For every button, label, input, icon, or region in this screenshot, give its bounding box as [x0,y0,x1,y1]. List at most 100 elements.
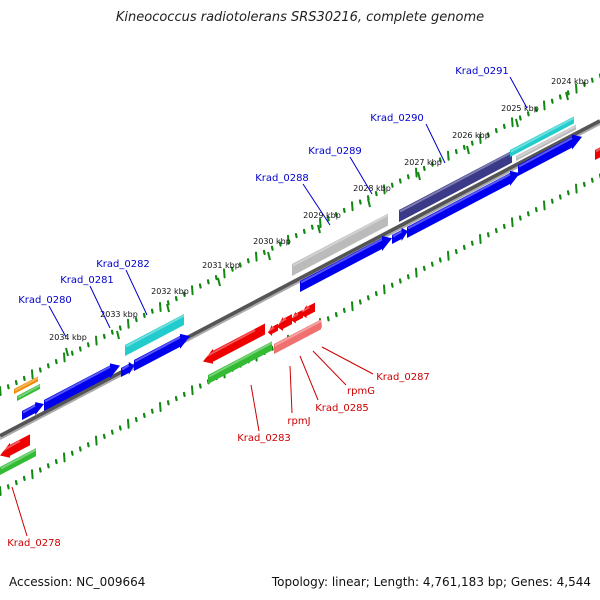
cds-box-green-body [208,341,272,386]
gene-label-krad-0285: Krad_0285 [315,403,369,414]
forward-gene-arrow-body [300,235,392,292]
bottom-tick-mark [398,278,402,284]
top-tick-mark [110,329,114,335]
bottom-tick-mark [0,486,2,496]
top-tick-mark [134,317,138,323]
kbp-label: 2032 kbp [151,287,189,296]
genome-summary-text: Topology: linear; Length: 4,761,183 bp; … [271,575,591,589]
reverse-gene-arrow [291,309,303,324]
top-tick-mark [543,100,546,111]
gene-label-krad-0287-leader [321,346,374,375]
cds-box-cyan-shine [510,117,575,153]
cds-box-navy [399,148,513,222]
map-title: Kineococcus radiotolerans SRS30216, comp… [115,10,485,25]
bottom-tick-mark [326,316,330,322]
bottom-tick-mark [422,265,426,271]
kbp-label: 2025 kbp [501,104,539,113]
top-tick-mark [78,346,82,352]
top-tick-mark [494,128,498,134]
gene-label-rpmg: rpmG [347,386,375,397]
bottom-tick-mark [526,211,530,217]
reverse-gene-arrow-shine [301,306,310,313]
cds-box-navy-shine [399,151,513,213]
top-tick-mark [206,279,210,285]
reverse-gene-arrow-body [203,323,265,364]
bottom-tick-mark [270,345,274,351]
gene-label-krad-0290-leader [425,123,446,164]
top-tick-mark [438,157,442,163]
bottom-tick-mark [390,282,394,288]
bottom-tick-mark [31,469,34,480]
reverse-gene-arrow [277,314,292,331]
top-tick-mark [462,144,466,150]
top-tick-mark [319,218,322,228]
bottom-tick-mark [150,408,154,414]
bottom-tick-mark [550,198,554,204]
top-tick-mark [526,111,530,117]
top-tick-mark [174,296,178,302]
bottom-tick-mark [159,402,162,412]
top-tick-mark [191,285,194,296]
bottom-tick-mark [334,312,338,318]
bottom-tick-mark [6,484,10,490]
top-tick-mark [558,94,562,100]
bottom-tick-mark [430,261,434,267]
top-tick-mark [351,201,354,212]
reverse-gene-arrow-body [291,309,303,324]
kbp-label: 2030 kbp [253,237,291,246]
cds-box-navy-body [399,148,512,222]
top-tick-mark [390,182,394,188]
forward-gene-arrow-shine [134,336,181,363]
bottom-tick-mark [46,463,50,469]
bottom-tick-mark [78,446,82,452]
forward-gene-arrow [518,134,582,176]
gene-label-krad-0291-leader [509,76,528,109]
top-tick-mark [398,178,402,184]
top-tick-mark [150,308,154,314]
gene-label-rpmg-leader [312,350,347,386]
bottom-tick-mark [102,433,106,439]
top-tick-mark [287,234,290,245]
gene-label-krad-0288: Krad_0288 [255,173,309,184]
cds-box-pink-body [274,319,321,356]
top-tick-mark [31,369,34,380]
forward-gene-arrow-body [392,227,408,244]
top-tick-mark [230,266,234,272]
cds-box-cyan [125,312,185,356]
top-tick-mark [590,77,594,83]
cds-box-green [17,381,41,401]
top-tick-mark [334,212,338,218]
top-tick-mark [278,241,282,247]
top-tick-mark [383,184,386,195]
kbp-label: 2029 kbp [303,211,341,220]
bottom-tick-mark [22,475,26,481]
accession-text: Accession: NC_009664 [9,575,146,589]
top-tick-mark [486,132,490,138]
gene-label-rpmj: rpmJ [287,416,310,427]
reverse-gene-arrow [203,323,265,364]
top-tick-mark [255,251,258,262]
gene-label-krad-0282-leader [125,269,148,316]
bottom-tick-mark [351,301,354,312]
forward-gene-arrow-shine [407,173,511,230]
gene-label-krad-0278: Krad_0278 [7,538,61,549]
feature-layer [0,114,600,477]
reverse-gene-arrow-shine [0,440,21,453]
top-tick-mark [246,258,250,264]
tick-marks [0,73,600,496]
kbp-major-tick [417,171,421,181]
bottom-tick-mark [198,383,202,389]
reverse-gene-arrow-body [0,434,30,458]
forward-gene-arrow-shine [392,230,403,238]
forward-gene-arrow-shine [300,238,383,284]
top-tick-mark [310,224,314,230]
forward-gene-arrow-body [134,333,190,371]
gene-label-krad-0281: Krad_0281 [60,275,114,286]
bottom-tick-mark [110,429,114,435]
top-tick-mark [6,384,10,390]
top-tick-mark [366,195,370,201]
forward-gene-arrow-shine [518,137,573,168]
gene-label-krad-0283: Krad_0283 [237,433,291,444]
top-tick-mark [86,342,90,348]
